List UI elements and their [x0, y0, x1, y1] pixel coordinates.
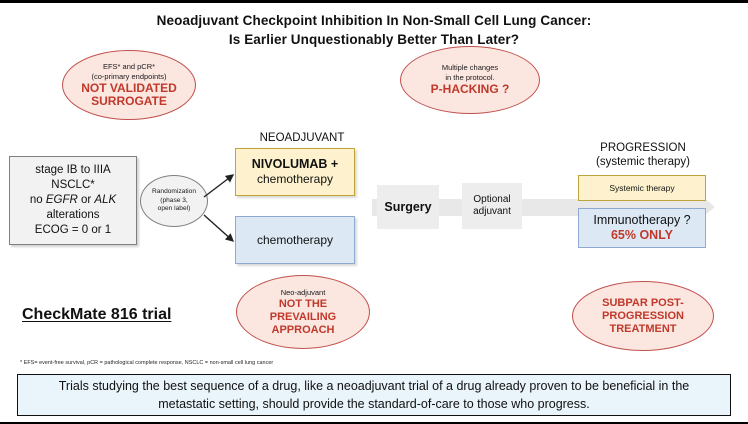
critique-subpar-emphasis-3: TREATMENT — [609, 322, 677, 335]
title-line-2: Is Earlier Unquestionably Better Than La… — [228, 32, 520, 47]
stage-adjuvant-line-2: adjuvant — [473, 206, 511, 217]
critique-neoadjuvant-emphasis-2: PREVAILING — [269, 310, 337, 323]
critique-phacking-line-1: Multiple changes — [441, 63, 499, 73]
critique-efs-emphasis-2: SURROGATE — [91, 94, 167, 108]
page-title: Neoadjuvant Checkpoint Inhibition In Non… — [0, 11, 748, 49]
eligibility-line-3-prefix: no — [29, 194, 46, 206]
column-caption-neoadjuvant: NEOADJUVANT — [259, 132, 345, 144]
critique-efs-emphasis-1: NOT VALIDATED — [81, 80, 177, 95]
eligibility-criteria-box: stage IB to IIIA NSCLC* no EGFR or ALK a… — [9, 156, 137, 245]
title-line-1: Neoadjuvant Checkpoint Inhibition In Non… — [156, 13, 592, 28]
progression-systemic-label: Systemic therapy — [609, 183, 675, 193]
progression-immunotherapy-rate: 65% ONLY — [610, 228, 674, 242]
arm-box-control: chemotherapy — [235, 216, 355, 264]
critique-phacking-emphasis-1: P-HACKING ? — [430, 82, 510, 97]
critique-phacking-line-2: in the protocol. — [445, 73, 495, 83]
critique-bubble-p-hacking: Multiple changes in the protocol. P-HACK… — [400, 46, 540, 114]
critique-subpar-emphasis-2: PROGRESSION — [602, 309, 684, 322]
critique-neoadjuvant-emphasis-3: APPROACH — [271, 323, 335, 336]
gene-egfr: EGFR — [45, 194, 78, 206]
randomization-line-3: open label) — [157, 205, 191, 213]
eligibility-line-3-conjunction: or — [77, 194, 95, 206]
eligibility-line-2: NSCLC* — [51, 179, 95, 191]
arm-control-label: chemotherapy — [256, 233, 334, 247]
eligibility-line-4: alterations — [46, 209, 100, 221]
trial-name-label: CheckMate 816 trial — [22, 306, 172, 323]
randomization-line-1: Randomization — [152, 188, 196, 196]
arrow-to-control-arm — [203, 214, 235, 242]
eligibility-line-3: no EGFR or ALK — [30, 193, 116, 208]
abbreviations-footnote: * EFS= event-free survival, pCR = pathol… — [20, 360, 274, 366]
arm-experimental-chemo: chemotherapy — [256, 172, 334, 186]
randomization-arrows — [203, 174, 235, 242]
critique-efs-line-1: EFS* and pCR* — [102, 61, 156, 71]
progression-box-immunotherapy: Immunotherapy ? 65% ONLY — [578, 208, 706, 248]
stage-surgery-label: Surgery — [384, 200, 432, 214]
critique-efs-line-2: (co-primary endpoints) — [91, 71, 167, 81]
randomization-node: Randomization (phase 3, open label) — [140, 175, 208, 227]
arrow-to-experimental-arm — [203, 174, 235, 198]
critique-bubble-neoadjuvant-approach: Neo-adjuvant NOT THE PREVAILING APPROACH — [236, 275, 370, 349]
stage-adjuvant-line-1: Optional — [473, 194, 511, 205]
eligibility-line-5: ECOG = 0 or 1 — [34, 224, 112, 236]
gene-alk: ALK — [94, 194, 117, 206]
arm-experimental-drug: NIVOLUMAB + — [251, 157, 339, 171]
critique-bubble-efs-pcr: EFS* and pCR* (co-primary endpoints) NOT… — [62, 50, 196, 120]
progression-caption-line-2: (systemic therapy) — [596, 156, 690, 168]
arm-box-experimental: NIVOLUMAB + chemotherapy — [235, 148, 355, 196]
conclusion-text: Trials studying the best sequence of a d… — [58, 379, 690, 411]
stage-box-optional-adjuvant: Optional adjuvant — [462, 183, 522, 229]
randomization-line-2: (phase 3, — [160, 196, 188, 204]
conclusion-box: Trials studying the best sequence of a d… — [17, 374, 731, 416]
stage-box-surgery: Surgery — [377, 185, 439, 229]
progression-caption-line-1: PROGRESSION — [600, 142, 686, 154]
critique-neoadjuvant-line-1: Neo-adjuvant — [280, 287, 326, 297]
critique-bubble-subpar-treatment: SUBPAR POST- PROGRESSION TREATMENT — [572, 281, 714, 351]
critique-subpar-emphasis-1: SUBPAR POST- — [602, 296, 684, 309]
critique-neoadjuvant-emphasis-1: NOT THE — [278, 297, 328, 310]
progression-immunotherapy-label: Immunotherapy ? — [593, 213, 691, 227]
progression-box-systemic-therapy: Systemic therapy — [578, 175, 706, 201]
eligibility-line-1: stage IB to IIIA — [35, 164, 111, 176]
column-caption-progression: PROGRESSION (systemic therapy) — [568, 141, 718, 169]
